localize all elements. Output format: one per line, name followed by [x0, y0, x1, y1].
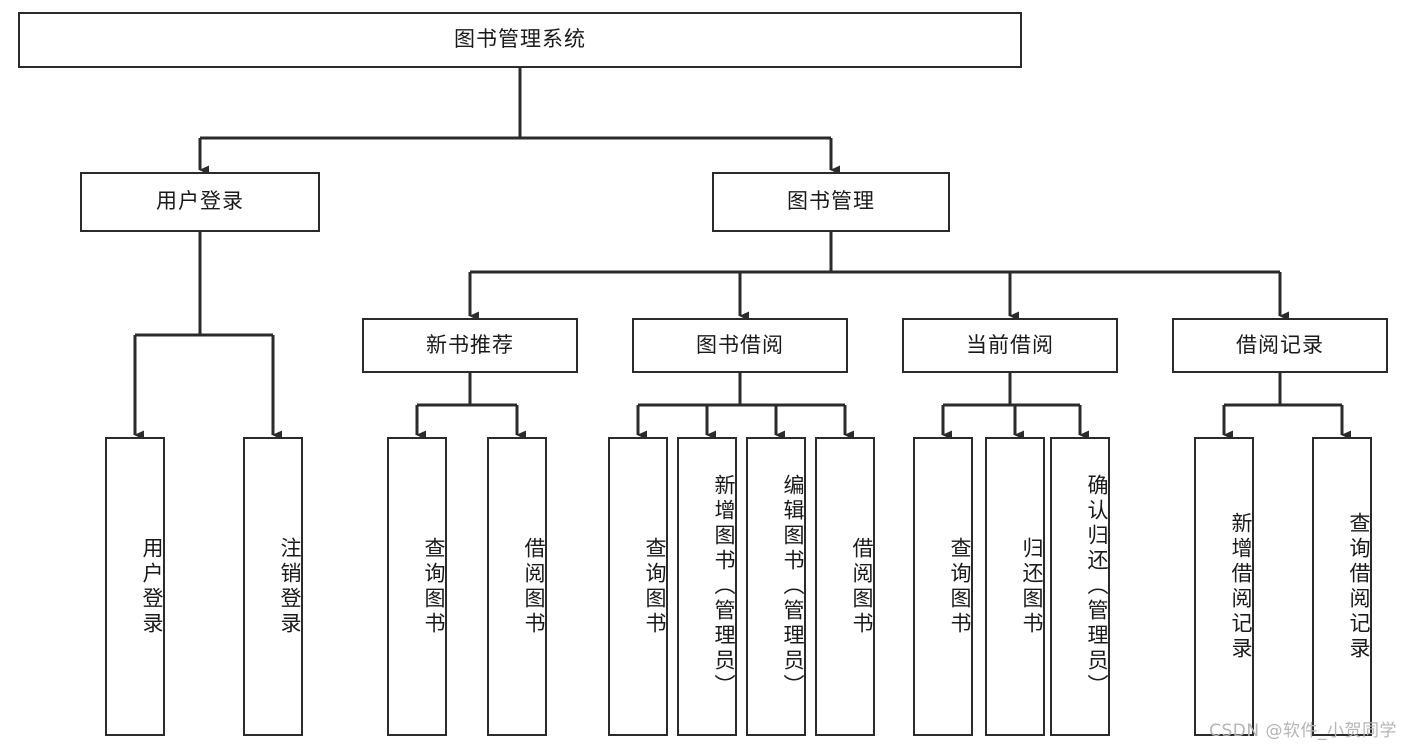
node-leaf-query-record: 查询借阅记录 — [1312, 437, 1372, 736]
node-leaf-borrow-book: 借阅图书 — [815, 437, 875, 736]
node-current-borrow: 当前借阅 — [902, 318, 1118, 373]
node-label: 查询图书 — [643, 536, 667, 637]
node-label: 借阅图书 — [850, 536, 874, 637]
node-label: 新增图书（管理员） — [712, 474, 736, 699]
node-new-book-recommend: 新书推荐 — [362, 318, 578, 373]
node-label: 注销登录 — [278, 536, 302, 637]
node-label: 新增借阅记录 — [1229, 511, 1253, 662]
node-label: 用户登录 — [140, 536, 164, 637]
node-leaf-user-login: 用户登录 — [105, 437, 165, 736]
connector-lines — [133, 68, 1351, 440]
node-borrow-record: 借阅记录 — [1172, 318, 1388, 373]
node-leaf-add-book: 新增图书（管理员） — [677, 437, 737, 736]
node-book-manage: 图书管理 — [712, 172, 950, 232]
node-user-login: 用户登录 — [80, 172, 320, 232]
node-leaf-query-book-current: 查询图书 — [913, 437, 973, 736]
node-book-borrow: 图书借阅 — [632, 318, 848, 373]
node-leaf-logout: 注销登录 — [243, 437, 303, 736]
node-label: 确认归还（管理员） — [1085, 474, 1109, 699]
node-label: 当前借阅 — [966, 332, 1054, 357]
node-leaf-edit-book: 编辑图书（管理员） — [746, 437, 806, 736]
node-label: 用户登录 — [156, 189, 244, 214]
node-leaf-return-book: 归还图书 — [985, 437, 1045, 736]
node-label: 借阅图书 — [522, 536, 546, 637]
node-leaf-confirm-return: 确认归还（管理员） — [1050, 437, 1110, 736]
node-label: 查询借阅记录 — [1347, 511, 1371, 662]
node-label: 借阅记录 — [1236, 332, 1324, 357]
node-leaf-borrow-book-rec: 借阅图书 — [487, 437, 547, 736]
node-label: 图书管理系统 — [454, 27, 586, 52]
node-root: 图书管理系统 — [18, 12, 1022, 68]
node-label: 图书管理 — [787, 189, 875, 214]
node-label: 编辑图书（管理员） — [781, 474, 805, 699]
node-label: 图书借阅 — [696, 332, 784, 357]
watermark: CSDN @软件_小贺同学 — [1209, 721, 1397, 741]
node-label: 查询图书 — [948, 536, 972, 637]
node-leaf-query-book-borrow: 查询图书 — [608, 437, 668, 736]
node-leaf-query-book-rec: 查询图书 — [387, 437, 447, 736]
node-label: 新书推荐 — [426, 332, 514, 357]
node-leaf-add-record: 新增借阅记录 — [1194, 437, 1254, 736]
node-label: 查询图书 — [422, 536, 446, 637]
node-label: 归还图书 — [1020, 536, 1044, 637]
